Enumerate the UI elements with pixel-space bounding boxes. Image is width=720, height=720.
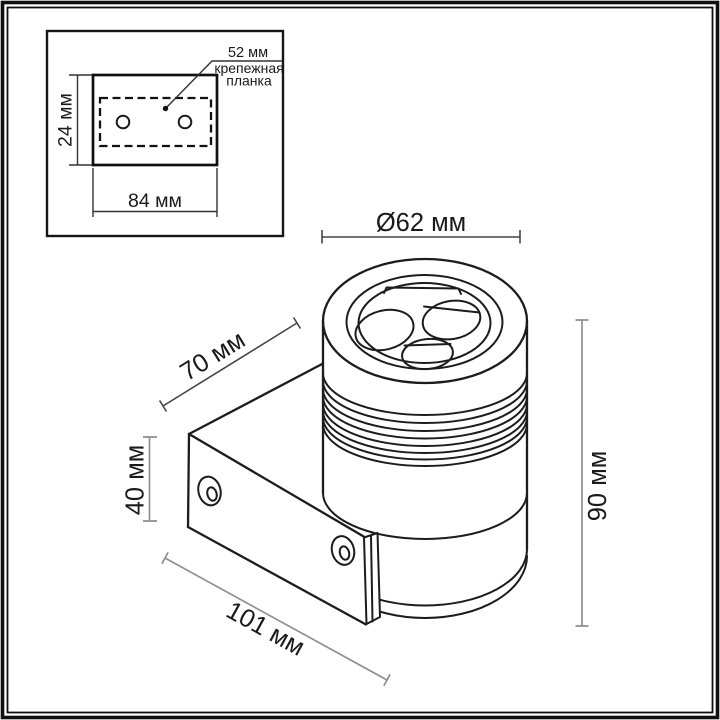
dimension-diameter-62mm: Ø62 мм — [321, 209, 521, 244]
screw-hole-top-inner — [206, 486, 218, 502]
cooling-fins — [322, 372, 528, 467]
label-base-101mm: 101 мм — [221, 596, 309, 661]
screw-hole-bottom-outer — [330, 535, 356, 566]
bracket-left-edge — [186, 432, 191, 529]
bracket-top-front-edge — [187, 432, 366, 539]
lens-bottom-chord — [403, 343, 452, 347]
label-plate-line2: планка — [226, 73, 272, 89]
body-seam-arc — [322, 492, 528, 540]
dim-line-101 — [161, 551, 391, 687]
bracket-face-fill — [188, 434, 366, 625]
plate-hole-right — [177, 114, 193, 130]
label-height-90mm: 90 мм — [584, 451, 612, 522]
dim-line-62 — [321, 230, 521, 244]
label-diameter-62mm: Ø62 мм — [376, 209, 466, 237]
screw-hole-bottom-inner — [338, 545, 351, 561]
dim-line-90 — [575, 319, 589, 627]
dimension-24mm: 24 мм — [55, 74, 92, 166]
mounting-plate-dashed-outline — [98, 96, 213, 148]
label-bracket-40mm: 40 мм — [122, 445, 150, 516]
fixture-drawing: Ø62 мм 70 мм 40 мм 90 мм 101 мм — [122, 209, 612, 687]
dimension-depth-70mm: 70 мм — [158, 317, 302, 412]
lamp-cylinder — [321, 257, 529, 619]
dim-line-70 — [158, 317, 302, 412]
callout-52mm: 52 мм крепежная планка — [162, 45, 284, 112]
label-24mm: 24 мм — [55, 93, 77, 147]
mounting-plate-inset: 52 мм крепежная планка 24 мм 84 мм — [45, 29, 285, 238]
head-outer-rim — [321, 257, 529, 385]
bracket-flange-inner-line — [370, 535, 374, 623]
screw-hole-top-outer — [197, 475, 222, 507]
frame-inner-border — [6, 6, 714, 714]
dim-line-24 — [69, 74, 92, 166]
bracket-screw-holes — [197, 475, 356, 566]
dimension-height-90mm: 90 мм — [575, 319, 612, 627]
mounting-plate-outline — [91, 73, 219, 167]
dimension-bracket-40mm: 40 мм — [122, 436, 157, 522]
led-lenses — [354, 299, 482, 371]
plate-hole-left — [115, 114, 131, 130]
leader-line — [165, 60, 282, 109]
bezel-tab — [383, 286, 462, 295]
lens-right-chord — [423, 305, 481, 314]
label-52mm: 52 мм — [228, 45, 268, 61]
dim-line-40 — [143, 436, 157, 522]
dimension-84mm: 84 мм — [92, 168, 218, 217]
bracket-top-back-edge — [187, 361, 326, 436]
label-84mm: 84 мм — [128, 190, 182, 212]
bracket-bottom-edge — [186, 525, 368, 626]
lens-left — [354, 308, 415, 352]
lens-bottom — [401, 337, 454, 371]
wall-bracket — [186, 432, 381, 626]
leader-dot — [162, 105, 169, 112]
inset-panel-border — [45, 29, 285, 238]
lens-right — [421, 299, 482, 341]
dim-line-84 — [92, 168, 218, 217]
label-depth-70mm: 70 мм — [175, 326, 250, 387]
label-plate-line1: крепежная — [214, 60, 283, 76]
